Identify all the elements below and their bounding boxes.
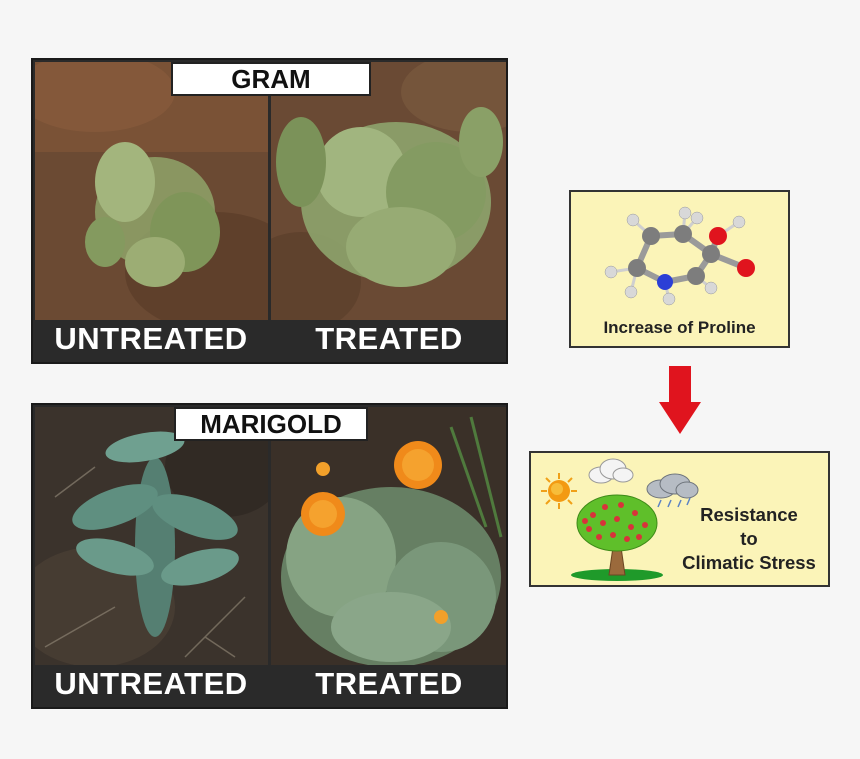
gram-untreated-photo (35, 62, 268, 320)
proline-box: Increase of Proline (569, 190, 790, 348)
arrow-down-icon (659, 366, 701, 434)
marigold-untreated-photo (35, 407, 268, 665)
marigold-title: MARIGOLD (174, 407, 368, 441)
cloud-icon (588, 458, 634, 484)
marigold-panel: MARIGOLD UNTREATED TREATED (31, 403, 508, 709)
gram-title: GRAM (171, 62, 371, 96)
resistance-text: Resistance to Climatic Stress (674, 503, 824, 575)
gram-panel: GRAM UNTREATED TREATED (31, 58, 508, 364)
proline-molecule-icon (604, 206, 755, 306)
resistance-box: Resistance to Climatic Stress (529, 451, 830, 587)
marigold-treated-photo (271, 407, 506, 665)
rain-cloud-icon (646, 473, 699, 508)
sun-icon (541, 473, 577, 509)
tree-icon (571, 494, 663, 581)
gram-treated-label: TREATED (315, 321, 463, 356)
resistance-line-2: to (740, 528, 758, 549)
marigold-treated-label: TREATED (315, 666, 463, 701)
gram-untreated-label: UNTREATED (54, 321, 248, 356)
proline-caption: Increase of Proline (603, 318, 756, 337)
resistance-line-1: Resistance (700, 504, 798, 525)
marigold-untreated-label: UNTREATED (54, 666, 248, 701)
resistance-line-3: Climatic Stress (682, 552, 816, 573)
gram-treated-photo (271, 62, 506, 320)
